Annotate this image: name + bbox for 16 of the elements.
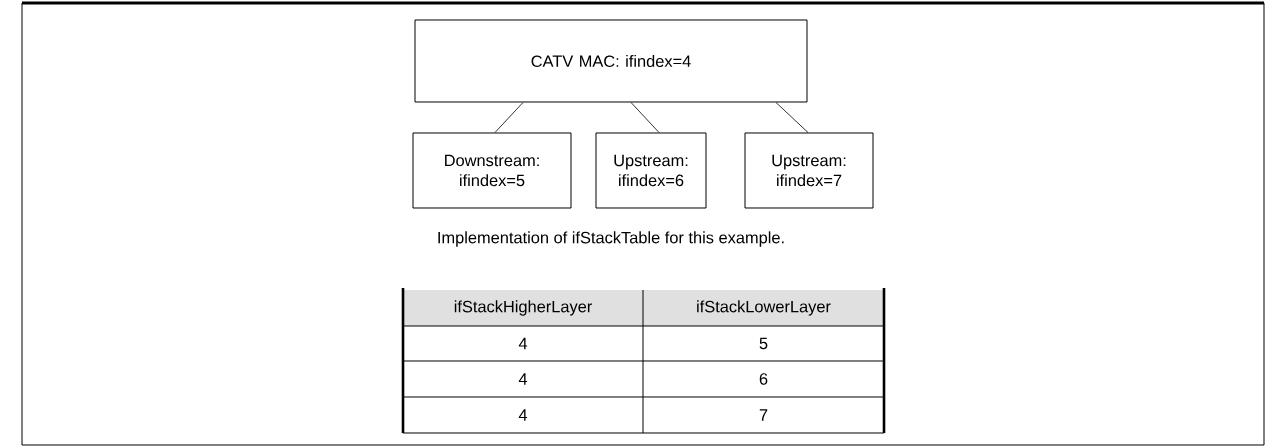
connector-line (775, 102, 809, 133)
table-header-cell: ifStackHigherLayer (403, 290, 643, 326)
table-header-cell: ifStackLowerLayer (643, 290, 884, 326)
interface-box: Upstream: ifindex=7 (744, 132, 874, 209)
interface-box: Downstream: ifindex=5 (412, 132, 572, 209)
connector-line (494, 102, 524, 133)
table-cell: 7 (759, 409, 768, 421)
table-cell: 6 (759, 373, 768, 385)
interface-box: Upstream: ifindex=6 (595, 132, 707, 209)
table-cell: 4 (518, 373, 528, 385)
table-cell: 4 (518, 337, 528, 350)
caption-text: Implementation of ifStackTable for this example. (438, 231, 784, 247)
connector-line (630, 102, 660, 133)
table-cell: 4 (518, 409, 528, 421)
interface-box: CATV MAC: ifindex=4 (414, 19, 808, 103)
table-cell: 5 (759, 337, 768, 350)
